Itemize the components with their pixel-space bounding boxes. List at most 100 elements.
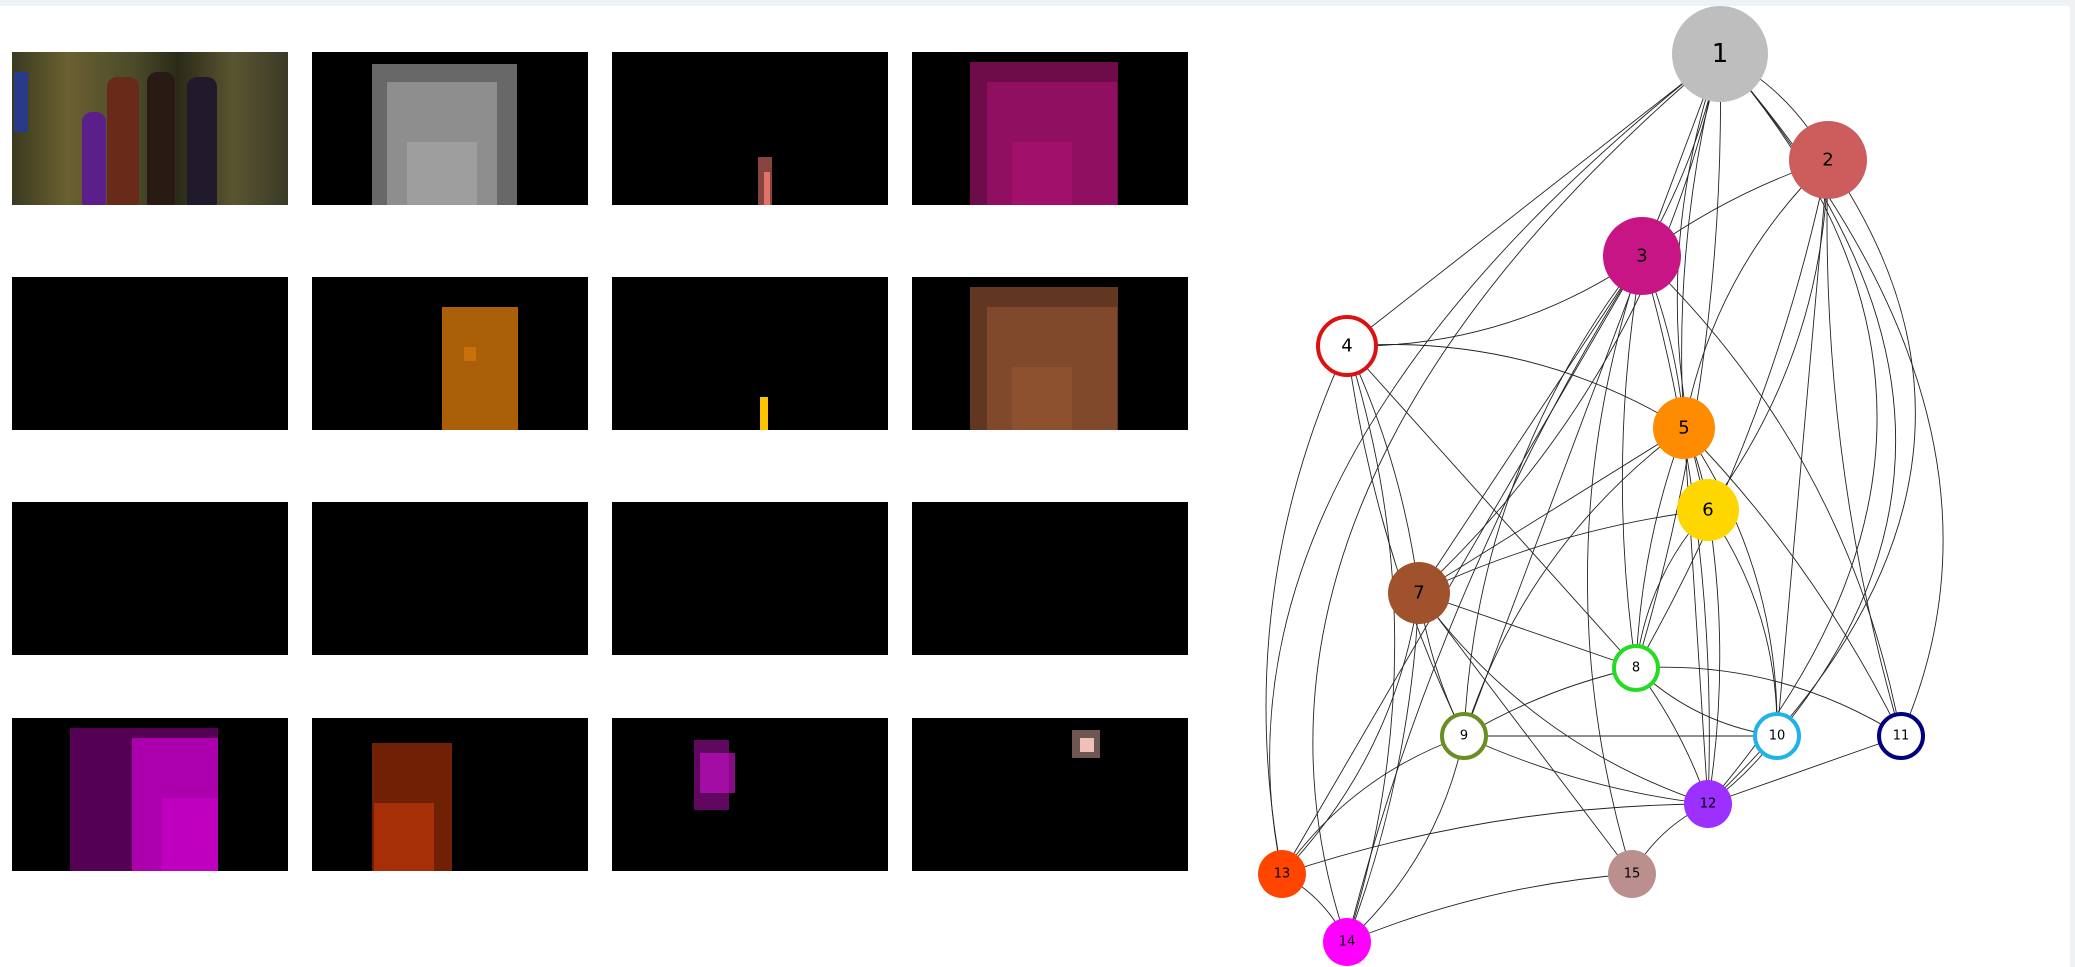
node-circle xyxy=(1677,479,1739,541)
mask-region xyxy=(760,397,768,430)
edge-4-8 xyxy=(1346,345,1637,669)
edge-3-15 xyxy=(1587,255,1643,875)
panel-mask-violet xyxy=(612,718,888,871)
person-figure xyxy=(82,112,106,205)
node-circle xyxy=(1603,217,1681,295)
graph-node-5: 5 xyxy=(1653,397,1715,459)
panel-mask-sienna xyxy=(912,277,1188,430)
edge-2-6 xyxy=(1707,159,1829,511)
graph-node-9: 9 xyxy=(1440,712,1488,760)
edge-1-13 xyxy=(1269,53,1721,875)
mask-region xyxy=(372,64,517,205)
node-label: 14 xyxy=(1339,935,1356,950)
node-circle xyxy=(1789,121,1867,199)
graph-node-13: 13 xyxy=(1258,850,1306,898)
edge-3-9 xyxy=(1463,255,1643,737)
edge-5-12 xyxy=(1683,427,1709,805)
graph-node-3: 3 xyxy=(1603,217,1681,295)
panel-mask-empty-4 xyxy=(612,502,888,655)
edge-7-8 xyxy=(1418,592,1637,669)
node-circle xyxy=(1684,780,1732,828)
edge-7-15 xyxy=(1418,592,1633,875)
person-figure xyxy=(147,72,175,205)
node-label: 9 xyxy=(1460,729,1468,744)
graph-node-14: 14 xyxy=(1323,918,1371,966)
node-circle xyxy=(1672,6,1768,102)
node-circle xyxy=(1323,918,1371,966)
mask-region xyxy=(987,307,1117,430)
node-label: 6 xyxy=(1702,500,1713,521)
node-circle xyxy=(1440,712,1488,760)
node-circle xyxy=(1753,712,1801,760)
mask-region xyxy=(987,82,1117,205)
node-circle xyxy=(1877,712,1925,760)
mask-region xyxy=(464,347,476,361)
graph-node-15: 15 xyxy=(1608,850,1656,898)
edge-5-10 xyxy=(1683,427,1778,737)
segmentation-panel-grid xyxy=(12,52,1188,871)
edge-3-14 xyxy=(1346,255,1643,943)
panel-mask-yellow xyxy=(612,277,888,430)
person-figure xyxy=(187,77,217,205)
edge-4-5 xyxy=(1346,344,1685,429)
edge-5-7 xyxy=(1418,427,1685,594)
node-circle xyxy=(1388,562,1450,624)
graph-node-10: 10 xyxy=(1753,712,1801,760)
node-label: 11 xyxy=(1893,729,1910,744)
node-circle xyxy=(1258,850,1306,898)
mask-region xyxy=(407,142,477,205)
node-label: 8 xyxy=(1632,661,1640,676)
edge-9-14 xyxy=(1346,735,1465,943)
edge-4-13 xyxy=(1265,345,1348,875)
panel-mask-empty-2 xyxy=(12,502,288,655)
edge-7-14 xyxy=(1346,592,1420,943)
poster xyxy=(14,72,28,132)
edge-11-12 xyxy=(1707,735,1902,805)
edge-1-5 xyxy=(1681,53,1721,429)
node-circle xyxy=(1608,850,1656,898)
mask-region xyxy=(970,287,1118,430)
edge-4-9 xyxy=(1346,345,1465,737)
edge-2-10 xyxy=(1776,159,1829,737)
edge-1-9 xyxy=(1463,53,1721,737)
edge-2-11 xyxy=(1826,159,1902,737)
edge-3-4 xyxy=(1346,255,1643,347)
top-border xyxy=(0,0,2075,6)
graph-node-11: 11 xyxy=(1877,712,1925,760)
person-figure xyxy=(107,77,139,205)
panel-mask-grey xyxy=(312,52,588,205)
node-circle xyxy=(1653,397,1715,459)
panel-mask-orange xyxy=(312,277,588,430)
mask-region xyxy=(700,753,735,793)
edge-5-11 xyxy=(1683,427,1902,737)
panel-mask-purple xyxy=(12,718,288,871)
graph-node-8: 8 xyxy=(1612,644,1660,692)
mask-region xyxy=(764,172,770,205)
panel-mask-pink xyxy=(912,718,1188,871)
edge-4-14 xyxy=(1346,345,1396,943)
edge-3-8 xyxy=(1621,255,1643,669)
panel-scene-photo xyxy=(12,52,288,205)
node-label: 15 xyxy=(1624,867,1641,882)
node-label: 1 xyxy=(1712,39,1729,69)
edge-1-14 xyxy=(1312,53,1721,943)
graph-node-4: 4 xyxy=(1316,315,1378,377)
edge-14-15 xyxy=(1346,873,1633,943)
edge-3-7 xyxy=(1418,255,1643,594)
node-label: 7 xyxy=(1413,583,1424,604)
graph-node-2: 2 xyxy=(1789,121,1867,199)
node-circle xyxy=(1612,644,1660,692)
mask-region xyxy=(1012,142,1072,205)
node-label: 2 xyxy=(1822,150,1833,171)
node-label: 13 xyxy=(1274,867,1291,882)
edge-2-12 xyxy=(1707,159,1916,805)
graph-node-6: 6 xyxy=(1677,479,1739,541)
node-label: 3 xyxy=(1636,246,1647,267)
mask-region xyxy=(970,62,1118,205)
node-circle xyxy=(1316,315,1378,377)
panel-mask-empty-1 xyxy=(12,277,288,430)
panel-mask-salmon xyxy=(612,52,888,205)
edge-3-13 xyxy=(1281,255,1643,875)
node-label: 10 xyxy=(1769,729,1786,744)
